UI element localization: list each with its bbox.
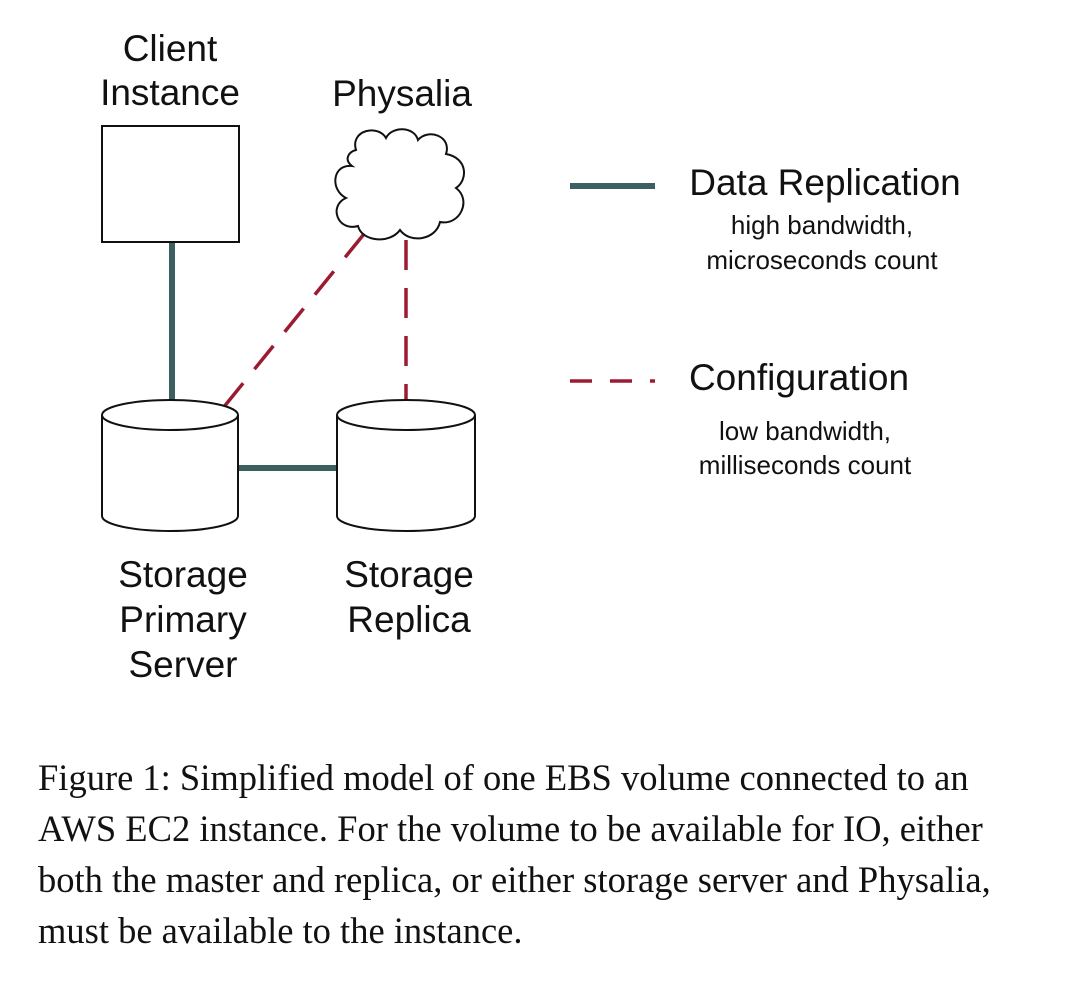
storage-replica-label-line1: Storage: [344, 554, 474, 595]
storage-primary-label-line1: Storage: [118, 554, 248, 595]
legend-data-replication-title: Data Replication: [689, 162, 960, 203]
client-instance-label-line1: Client: [123, 28, 218, 69]
physalia-label: Physalia: [332, 73, 472, 114]
legend-configuration-desc-line2: milliseconds count: [699, 450, 912, 480]
storage-replica-label-line2: Replica: [347, 599, 471, 640]
storage-primary-cylinder: [101, 399, 239, 532]
client-instance-box: [101, 125, 240, 243]
storage-primary-label-line2: Primary: [119, 599, 247, 640]
storage-primary-label-line3: Server: [129, 644, 238, 685]
legend-data-replication-desc-line1: high bandwidth,: [731, 210, 913, 240]
figure-caption: Figure 1: Simplified model of one EBS vo…: [38, 757, 991, 951]
architecture-diagram: Client Instance Physalia Storage Primary…: [100, 28, 961, 685]
legend-configuration-desc-line1: low bandwidth,: [719, 416, 891, 446]
storage-replica-cylinder: [336, 399, 476, 532]
physalia-cloud-icon: [334, 128, 465, 241]
legend-data-replication-desc-line2: microseconds count: [706, 245, 938, 275]
physalia-to-primary-config-line: [221, 232, 366, 410]
client-instance-label-line2: Instance: [100, 72, 240, 113]
legend-configuration-title: Configuration: [689, 357, 909, 398]
